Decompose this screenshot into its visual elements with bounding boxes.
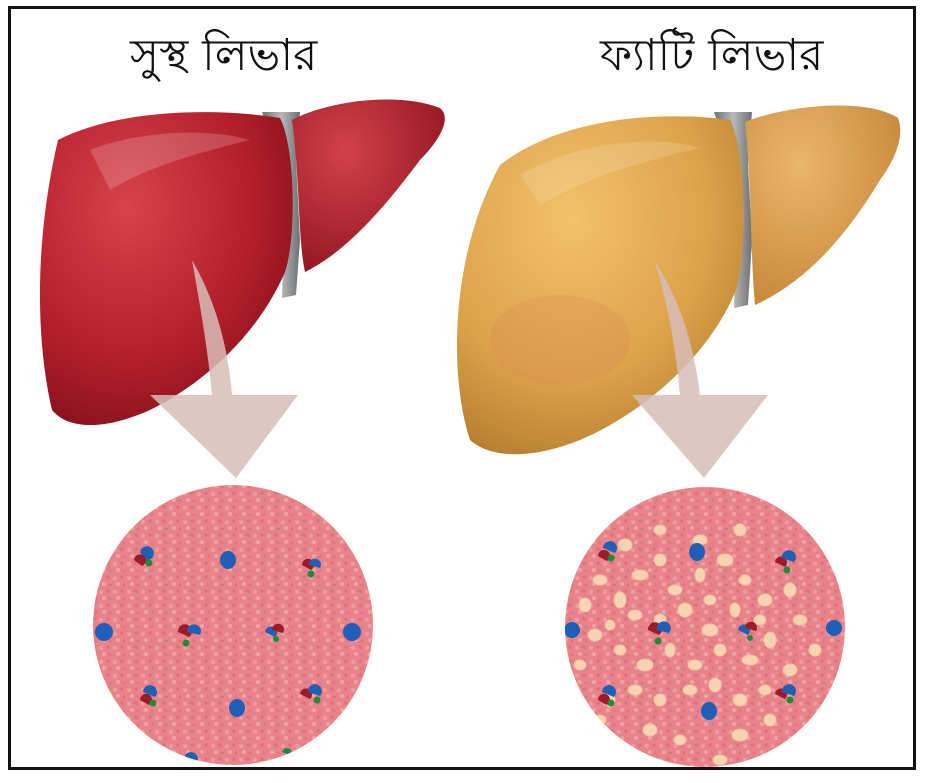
healthy-liver-icon [40,99,445,425]
healthy-tissue-section [93,485,373,765]
fatty-tissue-section [564,487,845,767]
